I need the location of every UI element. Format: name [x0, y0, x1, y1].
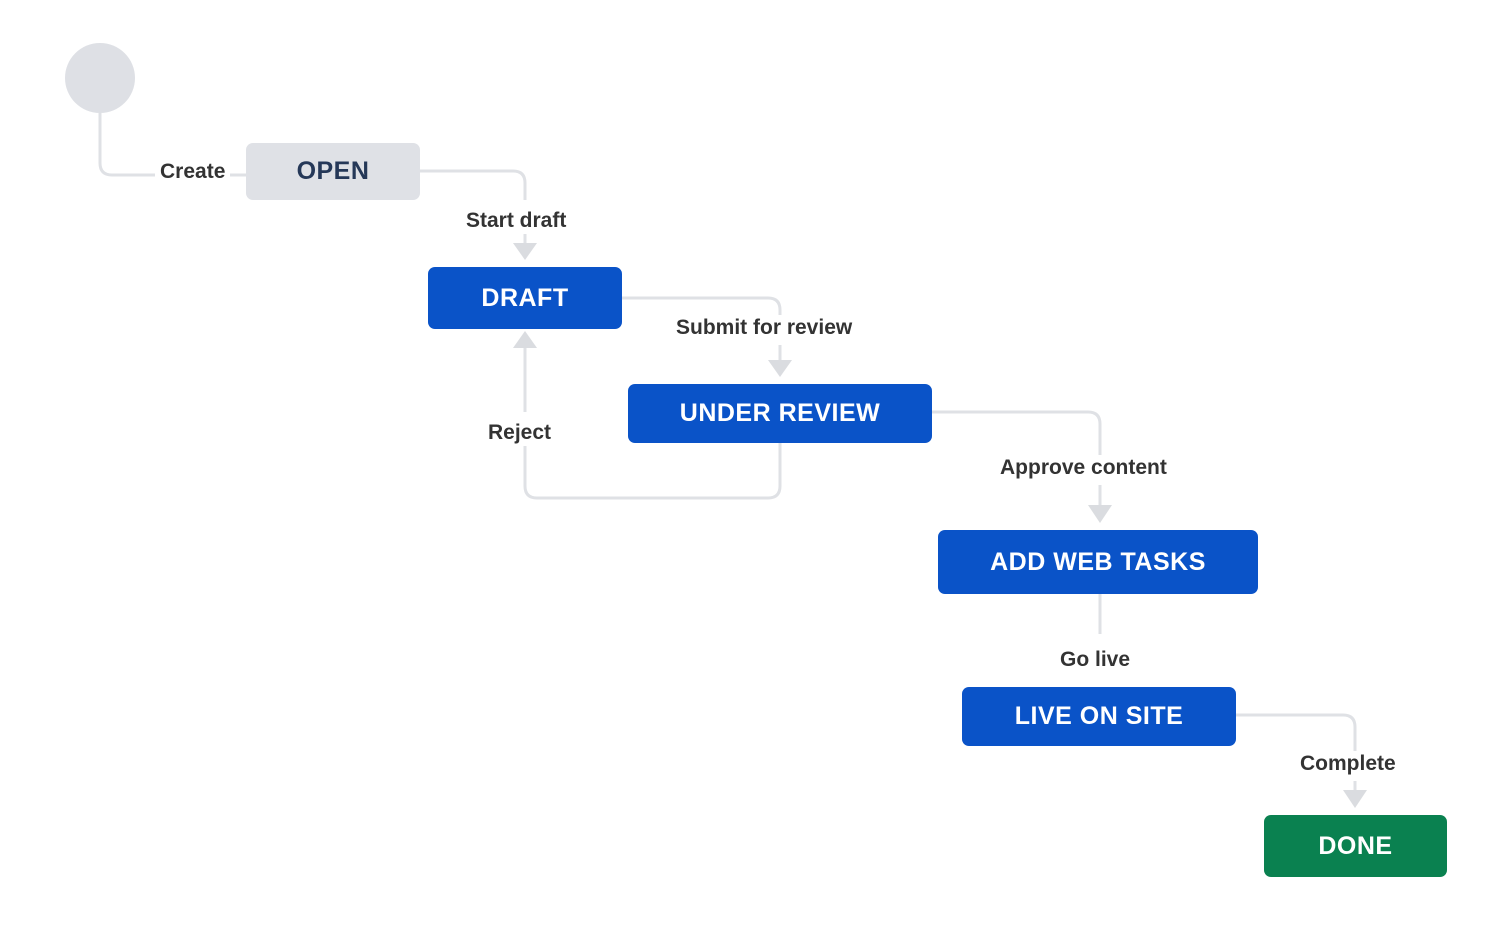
node-add-web-tasks-label: ADD WEB TASKS — [990, 547, 1206, 576]
arrowhead-submit — [768, 360, 792, 377]
node-done[interactable]: DONE — [1264, 815, 1447, 877]
edge-reject-down — [523, 443, 782, 500]
node-under-review[interactable]: UNDER REVIEW — [628, 384, 932, 443]
edge-approve-top — [932, 410, 1102, 458]
node-done-label: DONE — [1318, 831, 1393, 860]
node-live-on-site-label: LIVE ON SITE — [1014, 702, 1184, 730]
edge-complete-top — [1236, 713, 1357, 754]
node-under-review-label: UNDER REVIEW — [679, 399, 881, 427]
transition-label-submit-for-review[interactable]: Submit for review — [671, 315, 858, 341]
start-circle — [65, 43, 135, 113]
transition-label-create[interactable]: Create — [155, 159, 231, 185]
arrowhead-approve — [1088, 505, 1112, 523]
node-live-on-site[interactable]: LIVE ON SITE — [962, 687, 1236, 746]
arrowhead-reject — [513, 331, 537, 348]
node-draft[interactable]: DRAFT — [428, 267, 622, 329]
node-draft-label: DRAFT — [481, 283, 569, 312]
transition-label-reject[interactable]: Reject — [483, 420, 557, 446]
edge-start-draft-top — [420, 169, 527, 200]
transition-label-complete[interactable]: Complete — [1295, 751, 1401, 777]
transition-label-start-draft[interactable]: Start draft — [461, 208, 572, 234]
arrowhead-complete — [1343, 790, 1367, 808]
node-open[interactable]: OPEN — [246, 143, 420, 200]
transition-label-approve-content[interactable]: Approve content — [995, 455, 1172, 481]
transition-label-go-live[interactable]: Go live — [1055, 647, 1136, 673]
node-add-web-tasks[interactable]: ADD WEB TASKS — [938, 530, 1258, 594]
node-open-label: OPEN — [296, 157, 370, 185]
arrowhead-start-draft — [513, 243, 537, 260]
